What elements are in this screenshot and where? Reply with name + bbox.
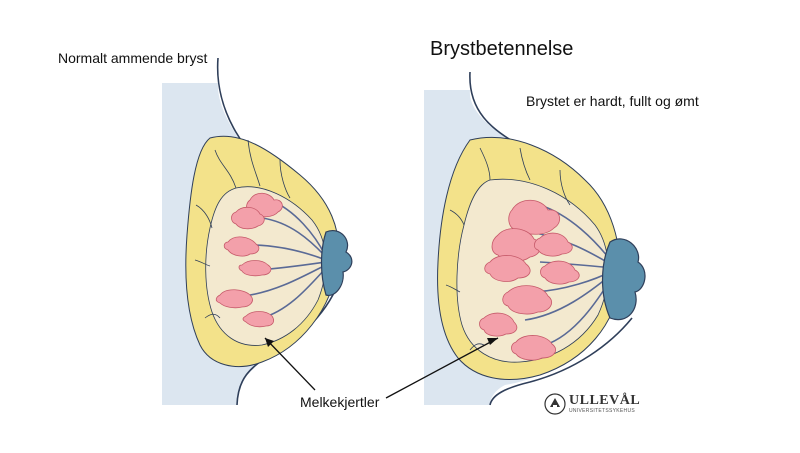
diagram-title: Brystbetennelse (430, 38, 574, 60)
normal-breast-nipple (320, 230, 353, 297)
hospital-logo: ULLEVÅL UNIVERSITETSSYKEHUS (544, 393, 664, 419)
milk-glands-label: Melkekjertler (300, 394, 380, 410)
normal-breast-caption: Normalt ammende bryst (58, 50, 208, 66)
glands-pointer-left (264, 337, 316, 391)
hospital-logo-name: ULLEVÅL (569, 393, 641, 408)
inflamed-breast (424, 71, 646, 406)
inflamed-breast-caption: Brystet er hardt, fullt og ømt (526, 93, 699, 109)
hospital-logo-icon (544, 393, 566, 415)
inflamed-breast-glands (479, 199, 580, 361)
normal-breast-ligaments (194, 139, 291, 319)
inflamed-breast-ligaments (445, 147, 571, 351)
inflamed-breast-nipple (601, 238, 646, 321)
glands-pointer-right (385, 337, 499, 399)
glands-pointer-left-arrowhead (265, 338, 274, 347)
glands-pointer-right-arrowhead (487, 338, 498, 345)
hospital-logo-subtitle: UNIVERSITETSSYKEHUS (569, 408, 635, 414)
normal-breast (162, 57, 353, 406)
normal-breast-glands (215, 192, 283, 328)
